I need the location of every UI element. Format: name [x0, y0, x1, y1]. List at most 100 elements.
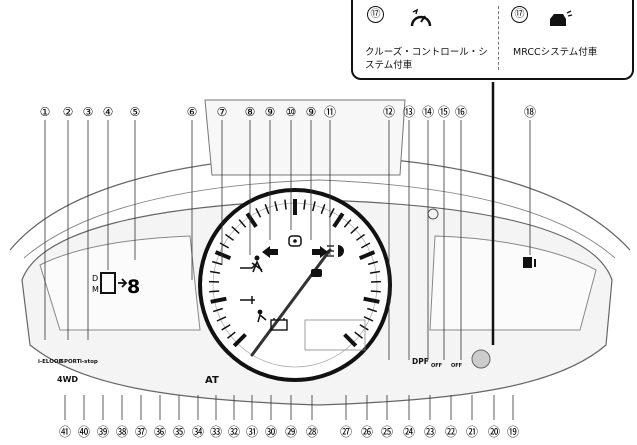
- gauge-tick: [238, 219, 247, 228]
- fuel-level-icon: [523, 257, 536, 268]
- gauge-tick: [231, 226, 240, 234]
- callout-number: ㊳: [116, 425, 128, 439]
- gauge-tick: [216, 316, 227, 322]
- gear-label-m: M: [92, 285, 99, 294]
- security-car-icon: [288, 235, 302, 247]
- callout-number: ⑬: [403, 105, 415, 119]
- mrcc-icon: [550, 10, 573, 26]
- label-off-1: OFF: [431, 363, 442, 369]
- callout-number: ⑱: [524, 105, 536, 119]
- gauge-tick: [224, 233, 234, 241]
- callout-number: ㉞: [192, 425, 204, 439]
- callout-number: ㉒: [445, 425, 457, 439]
- callout-right-label: MRCCシステム付車: [513, 47, 598, 58]
- gauge-tick: [367, 307, 378, 313]
- callout-number: ⑨: [265, 105, 276, 119]
- label-dpf: DPF: [412, 357, 429, 366]
- callout-number: ㉗: [340, 425, 352, 439]
- cruise-control-icon: [410, 8, 432, 27]
- indicator-circle: [471, 349, 491, 369]
- gauge-tick: [209, 290, 220, 293]
- passenger-airbag-icon: [257, 309, 267, 323]
- gauge-tick: [245, 212, 258, 228]
- callout-number: ㊱: [154, 425, 166, 439]
- gauge-tick: [232, 333, 247, 348]
- label-i-stop: i-stop: [80, 359, 98, 365]
- seatbelt-warning-icon: [251, 255, 263, 273]
- callout-number: ⑲: [507, 425, 519, 439]
- gauge-tick: [332, 212, 345, 228]
- gear-label-d: D: [92, 274, 98, 283]
- center-lcd-window: [304, 319, 366, 351]
- lane-departure-icon: [311, 269, 322, 277]
- callout-number: ⑧: [245, 105, 256, 119]
- turn-left-icon: [262, 246, 278, 258]
- callout-number: ⑭: [422, 105, 434, 119]
- label-4wd: 4WD: [57, 375, 78, 384]
- callout-number: ⑨: [306, 105, 317, 119]
- gauge-tick: [209, 270, 221, 274]
- callout-number: ㉙: [285, 425, 297, 439]
- callout-number: ㉓: [424, 425, 436, 439]
- callout-number: ㉚: [265, 425, 277, 439]
- callout-number: ⑪: [324, 105, 336, 119]
- callout-number: ⑫: [383, 105, 395, 119]
- cluster-top-tab: [204, 99, 406, 176]
- callout-left-label: クルーズ・コントロール・システム付車: [365, 47, 488, 71]
- gauge-tick: [356, 233, 366, 241]
- gauge-tick: [312, 201, 316, 212]
- label-off-2: OFF: [451, 363, 462, 369]
- key-icon-gauge: [240, 296, 255, 304]
- callout-number: ⑦: [217, 105, 228, 119]
- callout-number: ⑳: [488, 425, 500, 439]
- gauge-tick: [320, 204, 326, 214]
- callout-number: ⑥: [187, 105, 198, 119]
- callout-left-number: ⑰: [367, 6, 384, 23]
- label-i-eloop: i-ELOOP: [38, 359, 63, 365]
- callout-number: ㉘: [306, 425, 318, 439]
- callout-number: ㉑: [466, 425, 478, 439]
- callout-number: ㉔: [403, 425, 415, 439]
- gauge-tick: [370, 290, 381, 293]
- callout-number: ㉝: [210, 425, 222, 439]
- bottom-warning-icons: i-ELOOP SPORT i-stop 4WD AT DPF OFF OFF: [38, 357, 462, 386]
- callout-number: ⑤: [130, 105, 141, 119]
- gauge-tick: [343, 333, 358, 348]
- gauge-tick: [264, 204, 270, 214]
- callout-number: ㉟: [173, 425, 185, 439]
- gear-position-display: D M 8: [92, 272, 140, 298]
- gauge-tick: [343, 219, 352, 228]
- charging-system-icon: [270, 318, 288, 331]
- gauge-tick: [369, 270, 381, 274]
- gauge-tick: [210, 296, 227, 304]
- gauge-tick: [363, 316, 374, 322]
- gauge-tick: [359, 324, 369, 331]
- right-display-window: [429, 235, 597, 331]
- gauge-tick: [363, 296, 380, 304]
- speedometer-gauge: [198, 188, 392, 382]
- callout-right-number: ⑰: [511, 6, 528, 23]
- callout-number: ③: [83, 105, 94, 119]
- gauge-tick: [212, 307, 223, 313]
- callout-number: ①: [40, 105, 51, 119]
- callout-number: ⑮: [438, 105, 450, 119]
- headlight-high-beam-icon: [327, 245, 344, 257]
- callout-number: ②: [63, 105, 74, 119]
- gear-value: 8: [127, 276, 140, 298]
- gauge-tick: [274, 201, 278, 212]
- callout-number: ⑯: [455, 105, 467, 119]
- callout-number: ㉕: [381, 425, 393, 439]
- callout-number: ④: [103, 105, 114, 119]
- gauge-tick: [212, 260, 223, 266]
- gauge-tick: [367, 260, 378, 266]
- label-at: AT: [205, 375, 219, 386]
- gauge-tick: [255, 208, 262, 218]
- callout-number: ㉜: [228, 425, 240, 439]
- gauge-tick: [214, 250, 232, 261]
- oil-pressure-icon: [240, 263, 257, 269]
- gauge-tick: [360, 242, 371, 249]
- label-sport: SPORT: [60, 359, 81, 365]
- callout-number: ㉛: [246, 425, 258, 439]
